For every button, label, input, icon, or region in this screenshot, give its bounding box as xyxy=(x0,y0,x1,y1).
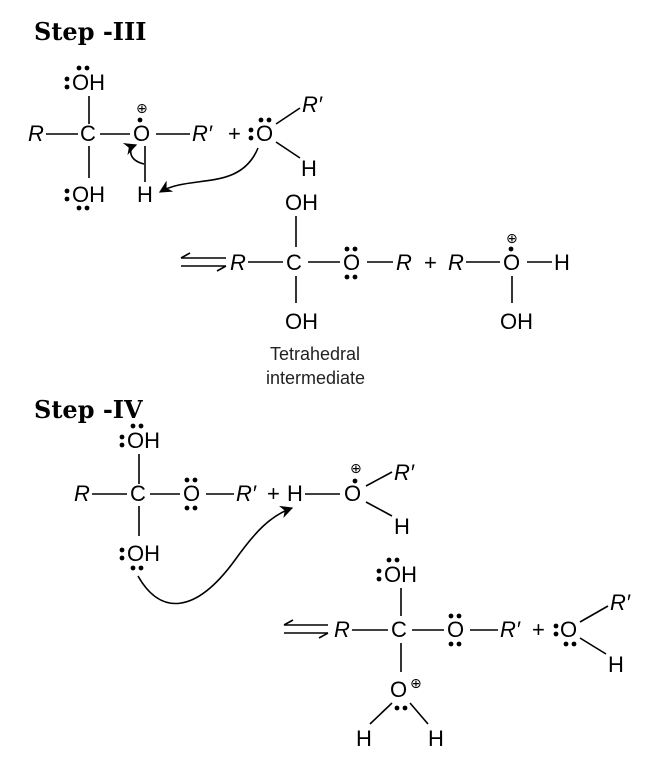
s4p-alcohol-r-prime: R′ xyxy=(610,590,631,615)
s4-r-prime: R′ xyxy=(236,481,257,506)
s3p-carbon: C xyxy=(286,250,302,275)
s3-h-transfer: H xyxy=(137,182,153,207)
s3-oxonium-charge: ⊕ xyxy=(136,101,148,117)
s4-oxonium-r-prime: R′ xyxy=(394,460,415,485)
s3-oh-top: OH xyxy=(72,70,105,95)
tetrahedral-caption-2: intermediate xyxy=(266,368,365,388)
s4p-r-left: R xyxy=(334,617,350,642)
s4-attack-arrow xyxy=(137,505,294,605)
s3p-oxonium-charge: ⊕ xyxy=(506,231,518,247)
s3-oh-bottom: OH xyxy=(72,182,105,207)
s4-oh-top: OH xyxy=(127,428,160,453)
s4-carbon: C xyxy=(130,481,146,506)
s4p-water-charge: ⊕ xyxy=(410,676,422,692)
s3p-r-2: R xyxy=(448,250,464,275)
s4p-water-o: O xyxy=(390,677,407,702)
s4p-oh-top: OH xyxy=(384,562,417,587)
s3-alcohol-r-prime: R′ xyxy=(302,92,323,117)
s3-bond-arrow xyxy=(122,143,145,165)
s4p-r-prime: R′ xyxy=(500,617,521,642)
s3p-oxonium-o: O xyxy=(503,250,520,275)
s4-r-left: R xyxy=(74,481,90,506)
s3-oxonium-o: O xyxy=(133,121,150,146)
s4-oxonium-h2: H xyxy=(394,514,410,539)
s4p-carbon: C xyxy=(391,617,407,642)
s3p-plus: + xyxy=(424,250,437,275)
s4-oxonium-o: O xyxy=(344,481,361,506)
s3-r-prime: R′ xyxy=(192,121,213,146)
s4p-ether-o: O xyxy=(447,617,464,642)
s3-alcohol-o: O xyxy=(256,121,273,146)
step-iii-heading: Step -III xyxy=(34,17,146,46)
s4-oxonium-h: H xyxy=(287,481,303,506)
s4-oxonium-charge: ⊕ xyxy=(350,461,362,477)
s3-carbon: C xyxy=(80,121,96,146)
s4p-water-h1: H xyxy=(356,726,372,751)
s3-attack-arrow xyxy=(158,147,259,193)
s3p-ether-o: O xyxy=(343,250,360,275)
s4-ether-o: O xyxy=(183,481,200,506)
s4p-plus: + xyxy=(532,617,545,642)
s4-oh-bottom: OH xyxy=(127,541,160,566)
s4-plus: + xyxy=(267,481,280,506)
step-iv-heading: Step -IV xyxy=(34,395,143,424)
s3p-oh-right: OH xyxy=(500,309,533,334)
tetrahedral-caption-1: Tetrahedral xyxy=(270,344,360,364)
s4p-alcohol-h: H xyxy=(608,652,624,677)
s3p-r-left: R xyxy=(230,250,246,275)
s3-plus: + xyxy=(228,121,241,146)
s3p-oh-bottom: OH xyxy=(285,309,318,334)
s4p-water-h2: H xyxy=(428,726,444,751)
s3-r-left: R xyxy=(28,121,44,146)
s4p-alcohol-o: O xyxy=(560,617,577,642)
s3p-oh-top: OH xyxy=(285,190,318,215)
s3p-r-right: R xyxy=(396,250,412,275)
s3-alcohol-h: H xyxy=(301,156,317,181)
s3p-h: H xyxy=(554,250,570,275)
